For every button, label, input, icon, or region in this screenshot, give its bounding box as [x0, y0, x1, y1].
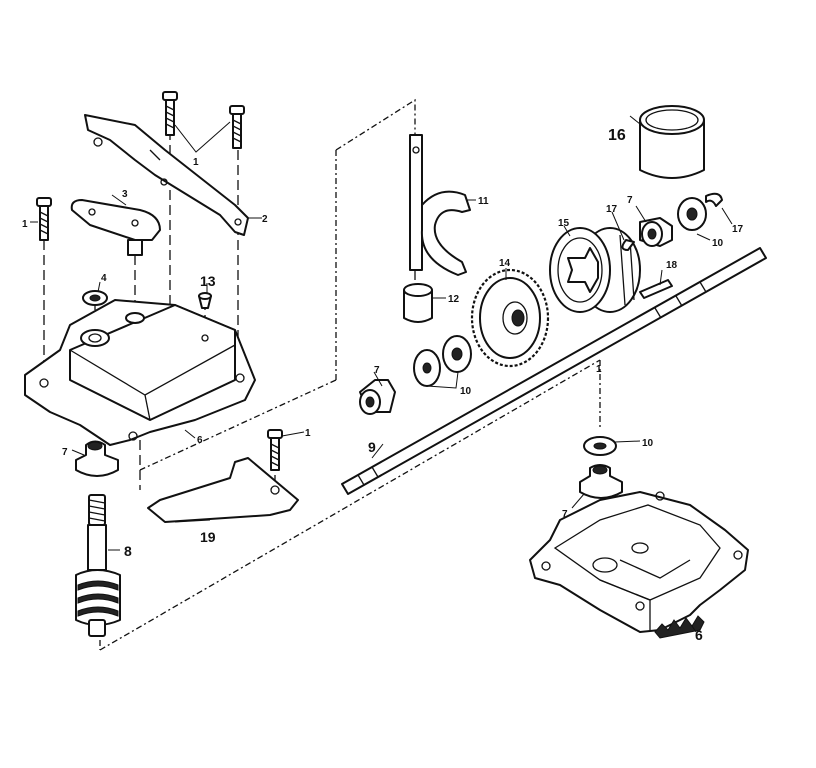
- callout-17-a: 17: [606, 204, 618, 215]
- callout-3: 3: [122, 189, 128, 200]
- screw-1-plate: [267, 429, 283, 471]
- washer-10-right: [677, 197, 707, 231]
- worm-shaft-8: [75, 494, 121, 637]
- callout-19: 19: [200, 529, 216, 545]
- shift-fork-11: [409, 134, 471, 276]
- plug-13: [198, 292, 212, 309]
- washer-4: [82, 290, 108, 306]
- callout-14: 14: [499, 258, 511, 269]
- washer-10-mid-a: [413, 349, 441, 387]
- bushing-7-right: [639, 217, 673, 247]
- bushing-7-mid: [359, 379, 396, 415]
- callout-11: 11: [478, 196, 489, 207]
- callout-7-left: 7: [62, 447, 68, 458]
- callout-labels: 1 1 1 1 2 3 4 6 6 7 7 7 7 8 9 10 10 10 1…: [22, 127, 744, 643]
- callout-1-top: 1: [193, 157, 199, 168]
- callout-6-housing: 6: [197, 435, 203, 446]
- screw-1-top-b: [229, 105, 245, 149]
- callout-12: 12: [448, 294, 460, 305]
- callout-10-base: 10: [642, 438, 654, 449]
- callout-13: 13: [200, 273, 216, 289]
- lever-3: [70, 199, 161, 256]
- ring-17-a: [621, 239, 635, 251]
- callout-2: 2: [262, 214, 268, 225]
- callout-9: 9: [368, 439, 376, 455]
- key-18: [639, 279, 673, 299]
- axle-9: [341, 247, 767, 495]
- leader-lines: [30, 115, 733, 633]
- housing-upper: [24, 299, 256, 446]
- callout-1-left: 1: [22, 219, 28, 230]
- bushing-16: [639, 105, 705, 179]
- washer-10-mid-b: [442, 335, 472, 373]
- screw-1-top-a: [162, 91, 178, 136]
- callout-7-right: 7: [627, 195, 633, 206]
- callout-6-base: 6: [695, 627, 703, 643]
- callout-7-mid: 7: [374, 365, 380, 376]
- callout-10-mid: 10: [460, 386, 472, 397]
- bracket-2: [84, 114, 249, 236]
- callout-18: 18: [666, 260, 678, 271]
- collar-12: [403, 283, 433, 323]
- callout-17-b: 17: [732, 224, 744, 235]
- screw-1-left: [36, 197, 52, 241]
- callout-8: 8: [124, 543, 132, 559]
- bushing-7-left: [75, 440, 119, 477]
- callout-4: 4: [101, 273, 107, 284]
- callout-10-right: 10: [712, 238, 724, 249]
- plate-19: [147, 457, 299, 523]
- callout-1-shaft: 1: [596, 364, 602, 375]
- ring-17-b: [705, 192, 723, 207]
- bushing-7-base: [579, 464, 623, 499]
- callout-16: 16: [608, 127, 626, 144]
- callout-7-base: 7: [562, 509, 568, 520]
- callout-1-plate: 1: [305, 428, 311, 439]
- callout-15: 15: [558, 218, 570, 229]
- housing-lower-6: [529, 491, 749, 639]
- washer-10-base: [583, 436, 617, 456]
- gear-14: [470, 268, 550, 368]
